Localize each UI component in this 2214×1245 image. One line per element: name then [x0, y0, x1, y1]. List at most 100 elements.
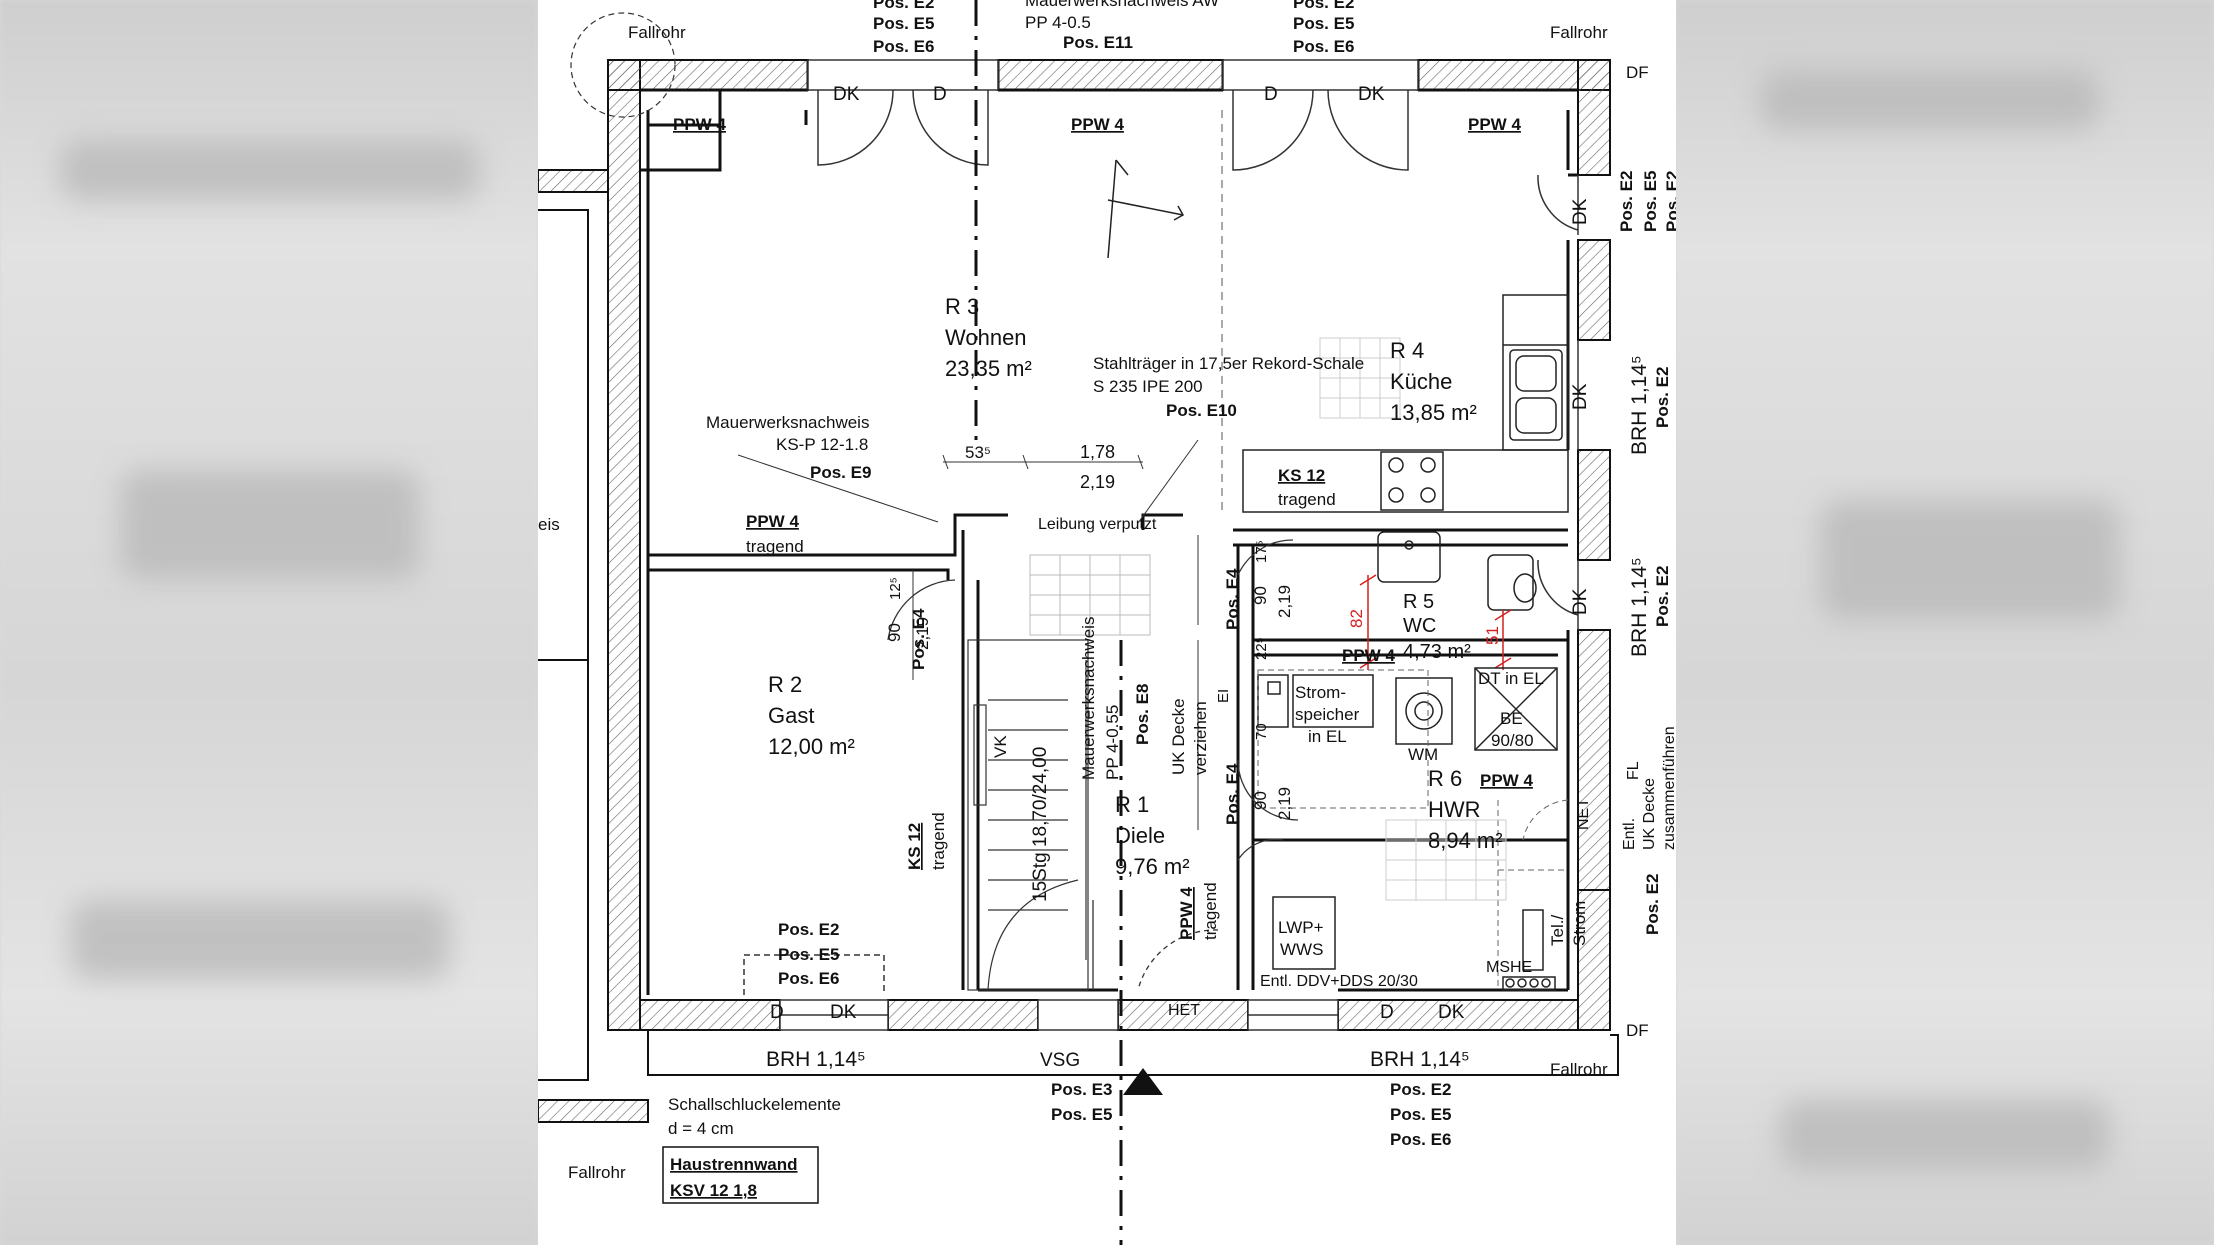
schall-label-1: Schallschluckelemente	[668, 1095, 841, 1114]
axis-lines	[974, 0, 1123, 1245]
r2-area: 12,00 m²	[768, 734, 855, 759]
pos-e2-right-low: Pos. E2	[1653, 566, 1672, 627]
pos-e5-entrance: Pos. E5	[1051, 1105, 1112, 1124]
kitchen-fixtures	[1242, 294, 1569, 513]
ppw4-tl: PPW 4	[673, 115, 726, 134]
neighbour-text-fragment: eis	[538, 515, 560, 534]
north-cross	[1107, 159, 1185, 259]
r1-name: Diele	[1115, 823, 1165, 848]
be-dimension: 90/80	[1491, 731, 1534, 750]
r5-area: 4,73 m²	[1403, 641, 1471, 663]
d-door-2: D	[1264, 84, 1278, 105]
dim-90-diele: 90	[1251, 586, 1270, 605]
stromspeicher-2: speicher	[1295, 705, 1360, 724]
pos-e5-bottom-right: Pos. E5	[1390, 1105, 1451, 1124]
uk-zus-2: zusammenführen	[1661, 726, 1676, 850]
fallrohr-symbol	[570, 12, 676, 118]
vk-label: VK	[991, 735, 1010, 758]
blurred-shape	[1820, 500, 2120, 620]
schall-label-2: d = 4 cm	[668, 1119, 734, 1138]
pos-e4-gast: Pos. E4	[909, 608, 928, 670]
mshe-label: MSHE	[1486, 959, 1532, 976]
r4-area: 13,85 m²	[1390, 400, 1477, 425]
utility-fixtures	[1257, 667, 1558, 991]
dk-door-2: DK	[1358, 84, 1385, 105]
be-label: BE	[1500, 709, 1523, 728]
dk-right-2: DK	[1570, 383, 1591, 410]
stahl-label-2: S 235 IPE 200	[1093, 377, 1203, 396]
tel-label-2: Strom	[1570, 901, 1589, 946]
ksp-label: KS-P 12-1.8	[776, 435, 868, 454]
ks12-gast: KS 12	[905, 823, 924, 870]
pp-4-05-label: PP 4-0.5	[1025, 13, 1091, 32]
r5-name: WC	[1403, 615, 1436, 637]
red-dimension-markers	[1359, 574, 1512, 670]
ppw4-diele: PPW 4	[1177, 887, 1196, 940]
neighbour-walls	[538, 209, 589, 1081]
d-window-gast: D	[770, 1002, 784, 1023]
pos-e11-label: Pos. E11	[1063, 33, 1133, 52]
outer-walls	[607, 59, 1619, 1076]
dk-window-hwr: DK	[1438, 1002, 1465, 1023]
het-label: HET	[1168, 1002, 1200, 1019]
dim-2-19: 2,19	[1080, 472, 1115, 492]
pos-e5-top-left: Pos. E5	[873, 14, 934, 33]
terrace-doors	[807, 59, 1579, 630]
stair	[967, 639, 1089, 991]
uk-decke-1: UK Decke	[1169, 698, 1188, 775]
dk-window-gast: DK	[830, 1002, 857, 1023]
df-label-top: DF	[1626, 63, 1649, 82]
haustrennwand-label: Haustrennwand	[670, 1155, 798, 1174]
utility-grid	[1385, 819, 1507, 901]
stair-steps-label: 15Stg 18,70/24,00	[1030, 747, 1051, 902]
pos-e2-right-top: Pos. E2	[1617, 171, 1636, 232]
pos-e3-label: Pos. E3	[1051, 1080, 1112, 1099]
pos-e4-diele-top: Pos. E4	[1223, 568, 1242, 630]
d-window-hwr: D	[1380, 1002, 1394, 1023]
pos-e6-right-top: Pos. E2	[1663, 171, 1676, 232]
dk-door-1: DK	[833, 84, 860, 105]
pos-e10-label: Pos. E10	[1166, 401, 1237, 420]
brh-right-2: BRH 1,14⁵	[1628, 557, 1651, 657]
r3-name: Wohnen	[945, 325, 1027, 350]
brh-right: BRH 1,14⁵	[1370, 1048, 1470, 1071]
pos-e6-top-left: Pos. E6	[873, 37, 934, 56]
haustrennwand-box	[662, 1146, 819, 1204]
mauerwerks-stair-label: Mauerwerksnachweis	[1079, 617, 1098, 780]
utility-dashed	[1257, 669, 1569, 990]
pos-e6-top-right: Pos. E6	[1293, 37, 1354, 56]
stahl-label-1: Stahlträger in 17,5er Rekord-Schale	[1093, 354, 1364, 373]
pos-e5-top-right: Pos. E5	[1293, 14, 1354, 33]
fallrohr-label-tr: Fallrohr	[1550, 23, 1608, 42]
lwp-label-1: LWP+	[1278, 918, 1324, 937]
entl-vertical: Entl.	[1621, 818, 1638, 850]
pp-4-055-label: PP 4-0.55	[1103, 705, 1122, 780]
pos-e2-top-left: Pos. E2	[873, 0, 934, 12]
r3-number: R 3	[945, 294, 979, 319]
fallrohr-label-bl: Fallrohr	[568, 1163, 626, 1182]
blurred-shape	[120, 470, 420, 580]
dt-label: DT in EL	[1478, 669, 1544, 688]
dim-1-78: 1,78	[1080, 442, 1115, 462]
leibung-label: Leibung verputzt	[1038, 516, 1157, 533]
r4-name: Küche	[1390, 369, 1452, 394]
blurred-shape	[60, 140, 480, 200]
dim-17-5-diele: 17⁵	[1253, 540, 1270, 563]
pos-e2-bottom-right: Pos. E2	[1390, 1080, 1451, 1099]
fallrohr-label-br: Fallrohr	[1550, 1060, 1608, 1079]
pos-e8-label: Pos. E8	[1133, 684, 1152, 745]
r1-number: R 1	[1115, 792, 1149, 817]
ks12-kitchen: KS 12	[1278, 466, 1325, 485]
mauerwerks-label: Mauerwerksnachweis	[706, 413, 869, 432]
dk-right-3: DK	[1570, 588, 1591, 615]
tragend-left: tragend	[746, 537, 804, 556]
dim-53-5: 53⁵	[965, 443, 991, 462]
wc-fixtures	[1377, 531, 1537, 611]
fallrohr-label-tl: Fallrohr	[628, 23, 686, 42]
stromspeicher-1: Strom-	[1295, 683, 1346, 702]
floor-plan-sheet: Fallrohr Fallrohr Fallrohr Fallrohr DF D…	[538, 0, 1676, 1245]
labels: Fallrohr Fallrohr Fallrohr Fallrohr DF D…	[538, 0, 1676, 1200]
blurred-background-left	[0, 0, 538, 1245]
dim-2-19-diele-2: 2,19	[1275, 787, 1294, 820]
dim-51-red: 51	[1483, 626, 1502, 645]
